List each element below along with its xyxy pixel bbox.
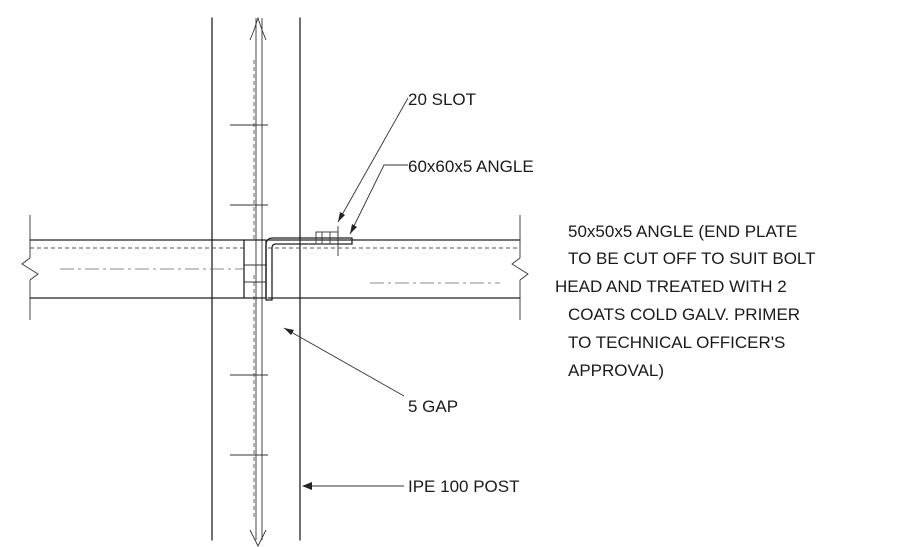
beam-section xyxy=(21,215,529,320)
note-line: TO BE CUT OFF TO SUIT BOLT xyxy=(568,249,816,268)
note-line: APPROVAL) xyxy=(568,361,664,380)
note-line: TO TECHNICAL OFFICER'S xyxy=(568,333,785,352)
note-line: HEAD AND TREATED WITH 2 xyxy=(555,277,787,296)
label-ipe-100-post: IPE 100 POST xyxy=(408,477,520,496)
ipe-100-post xyxy=(211,16,301,547)
note-line: COATS COLD GALV. PRIMER xyxy=(568,305,800,324)
angle-bolt xyxy=(315,226,339,256)
label-20-slot: 20 SLOT xyxy=(408,90,476,109)
label-5-gap: 5 GAP xyxy=(408,397,458,416)
note-line: 50x50x5 ANGLE (END PLATE xyxy=(568,222,797,241)
label-60-angle: 60x60x5 ANGLE xyxy=(408,157,534,176)
post-bolt-marks xyxy=(230,124,268,456)
note-50x50x5-angle: 50x50x5 ANGLE (END PLATE TO BE CUT OFF T… xyxy=(555,222,816,380)
leaders xyxy=(283,97,409,490)
end-plate xyxy=(243,239,267,299)
angle-60x60x5 xyxy=(265,237,353,301)
